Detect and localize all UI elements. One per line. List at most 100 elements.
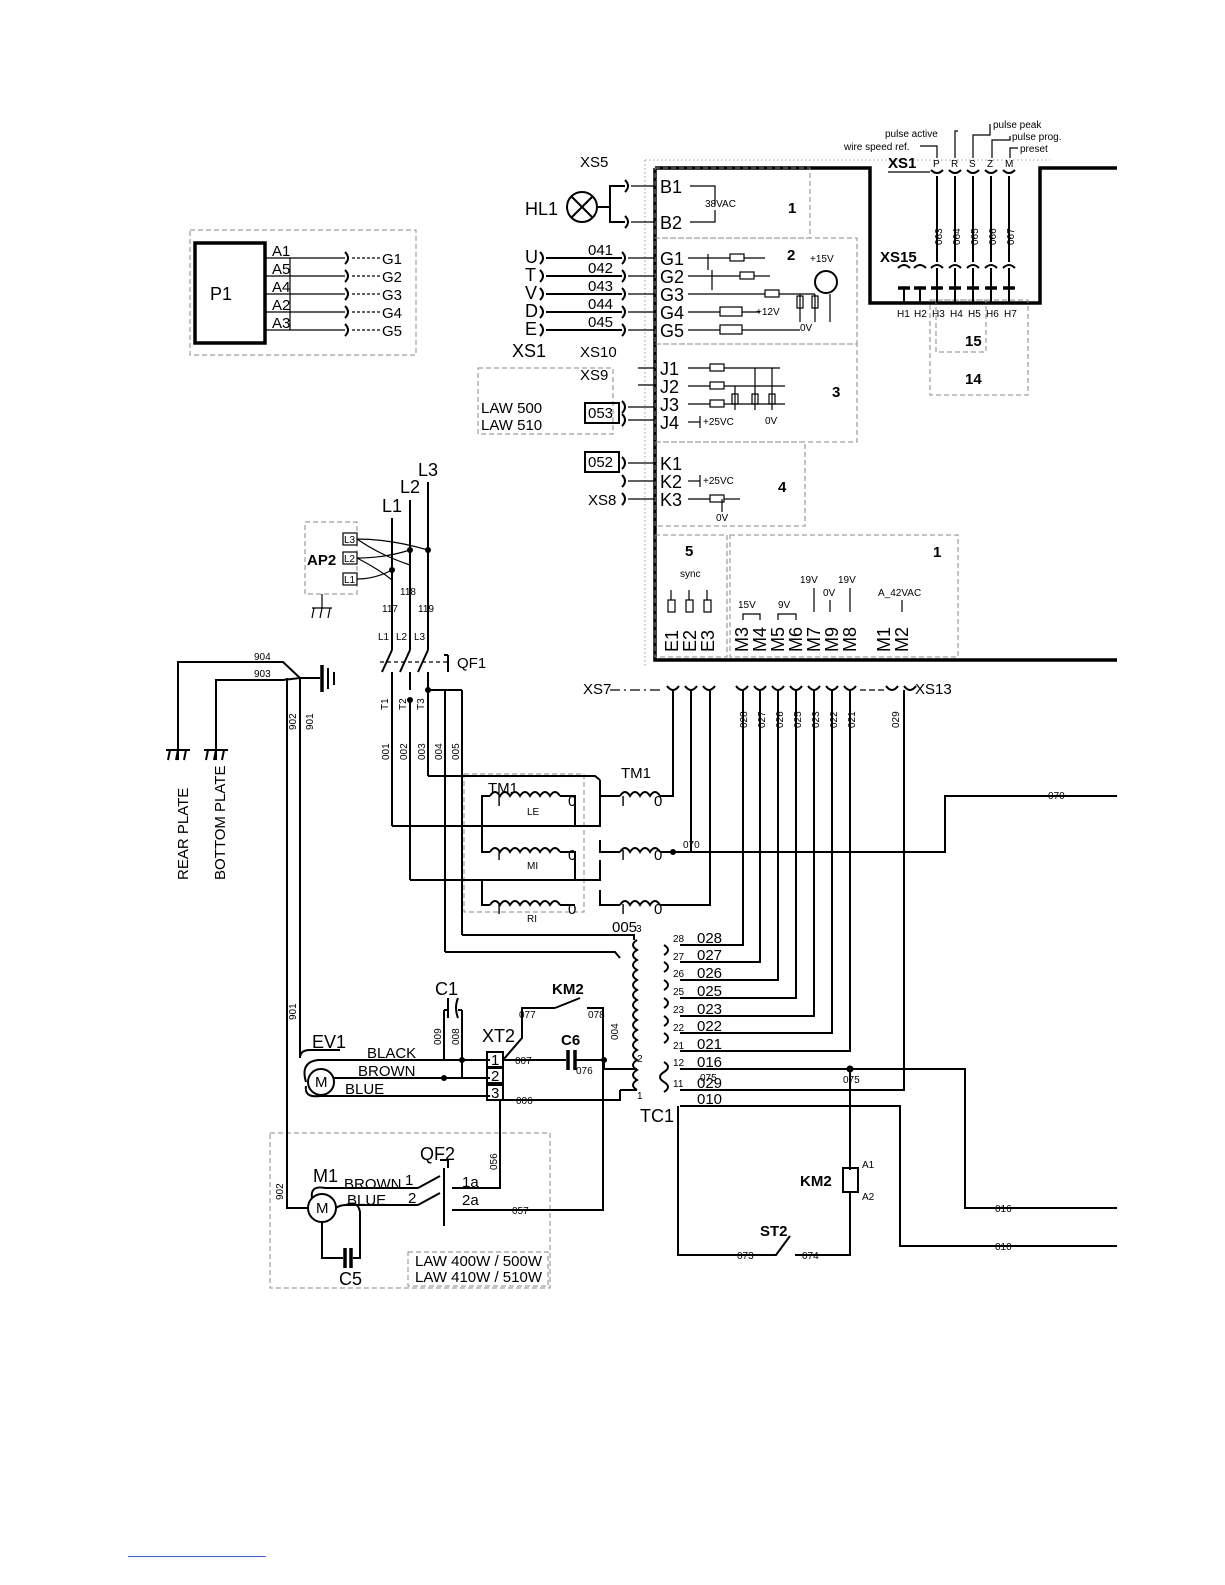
ev1-wire: 009 xyxy=(433,1028,444,1045)
pin-g1: G1 xyxy=(660,249,684,269)
m1-m: M xyxy=(316,1200,329,1217)
c6-label: C6 xyxy=(561,1032,580,1049)
wire-077: 077 xyxy=(519,1010,536,1021)
m-pin: M8 xyxy=(840,627,860,652)
qf1-label: QF1 xyxy=(457,655,486,672)
h-pin: H3 xyxy=(932,309,945,320)
board-number: 5 xyxy=(685,543,693,560)
coil-a2: A2 xyxy=(862,1192,875,1203)
jumper-053: 053 xyxy=(588,405,613,422)
k-zero-v: 0V xyxy=(716,513,729,524)
tc1-primary: 1 xyxy=(637,1091,643,1102)
xs1-top-label: XS1 xyxy=(888,155,916,172)
m1-brown: BROWN xyxy=(344,1176,402,1193)
board-number: 2 xyxy=(787,247,795,264)
qf1-terminal: L2 xyxy=(396,632,408,643)
main-wire: 002 xyxy=(399,743,410,760)
tc1-primary: 005 xyxy=(612,919,637,936)
ev1-wire: 006 xyxy=(516,1096,533,1107)
c1-label: C1 xyxy=(435,979,458,999)
qf1-terminal: L1 xyxy=(378,632,390,643)
tc1-wire: 028 xyxy=(697,930,722,947)
m-pin: M3 xyxy=(732,627,752,652)
km2-coil-circuit: A1 A2 KM2 ST2 073 074 xyxy=(737,1160,875,1262)
h-pin: H5 xyxy=(968,309,981,320)
p1-pin: A1 xyxy=(272,243,290,260)
ground-plates: 904 903 902 901 REAR PLATE BOTTOM PLATE xyxy=(166,652,335,880)
board-wire: 028 xyxy=(739,711,750,728)
board-bottom-pins: sync E1 E2 E3 M3 M4 M5 M6 M7 M9 M8 M1 M2… xyxy=(583,569,952,728)
board-number: 1 xyxy=(933,544,941,561)
m1-label: M1 xyxy=(313,1166,338,1186)
e-pin: E1 xyxy=(662,630,682,652)
mains-wire: 118 xyxy=(400,587,416,598)
board-wire: 021 xyxy=(847,711,858,728)
ap2-pin: L3 xyxy=(344,535,356,546)
ap2-title: AP2 xyxy=(307,552,336,569)
ev1-label: EV1 xyxy=(312,1032,346,1052)
board-wire: 029 xyxy=(891,711,902,728)
main-wire: 001 xyxy=(381,743,392,760)
mains-input: L3 L2 L1 AP2 L3 L2 L1 117 118 119 L1 L2 … xyxy=(304,460,486,710)
xs10-label: XS10 xyxy=(580,344,617,361)
wire-075: 075 xyxy=(700,1073,717,1084)
c5-label: C5 xyxy=(339,1269,362,1289)
signal-wire: 066 xyxy=(988,228,999,245)
wire-label: 041 xyxy=(588,242,613,259)
pin-b2: B2 xyxy=(660,213,682,233)
signal-pin: P xyxy=(933,159,940,170)
k-plus25: +25VC xyxy=(703,476,734,487)
h-pin: H1 xyxy=(897,309,910,320)
tc1-wire: 010 xyxy=(697,1091,722,1108)
p1-target: G4 xyxy=(382,305,402,322)
tm1-winding: RI xyxy=(527,914,537,925)
transformer-tm1: TM1 001 002 003 004 005 LE M xyxy=(381,689,1117,959)
m1-fan-circuit: 902 M M1 C5 BROWN BLUE 1 2 QF2 1a 2a 056… xyxy=(269,678,568,1289)
m1-term-1: 1 xyxy=(405,1172,413,1189)
motor-color: BLUE xyxy=(345,1081,384,1098)
m-pin: M1 xyxy=(874,627,894,652)
tc1-tap: 22 xyxy=(673,1023,685,1034)
input-e: E xyxy=(525,319,537,339)
xs15-label: XS15 xyxy=(880,249,917,266)
winding-end: 0 xyxy=(568,847,576,864)
tc1-tap: 11 xyxy=(673,1079,684,1090)
signal-pin: S xyxy=(969,159,976,170)
winding-end: I xyxy=(621,901,625,918)
signal-pin: Z xyxy=(987,159,993,170)
t-terminal: T2 xyxy=(398,698,409,710)
h-pin: H7 xyxy=(1004,309,1017,320)
p1-target: G3 xyxy=(382,287,402,304)
pin-g5: G5 xyxy=(660,321,684,341)
xs13-label: XS13 xyxy=(915,681,952,698)
motor-color: BLACK xyxy=(367,1045,416,1062)
input-u: U xyxy=(525,247,538,267)
p1-target: G5 xyxy=(382,323,402,340)
wire-label: 045 xyxy=(588,314,613,331)
ev1-wire: 008 xyxy=(451,1028,462,1045)
underline-link[interactable] xyxy=(128,1556,266,1557)
p1-pin: A3 xyxy=(272,315,290,332)
g-plus15: +15V xyxy=(810,254,834,265)
j-plus25: +25VC xyxy=(703,417,734,428)
wire-070-right: 070 xyxy=(1048,791,1065,802)
jumper-052: 052 xyxy=(588,454,613,471)
main-wire: 003 xyxy=(417,743,428,760)
xs9-label: XS9 xyxy=(580,367,608,384)
p1-target: G1 xyxy=(382,251,402,268)
km2-coil-label: KM2 xyxy=(800,1173,832,1190)
xt2-label: XT2 xyxy=(482,1026,515,1046)
tc1-wire: 026 xyxy=(697,965,722,982)
t-terminal: T3 xyxy=(416,698,427,710)
pin-j2: J2 xyxy=(660,377,679,397)
tc1-tap: 12 xyxy=(673,1058,685,1069)
km2-contact-label: KM2 xyxy=(552,981,584,998)
main-wire: 005 xyxy=(451,743,462,760)
wire-004: 004 xyxy=(610,1023,621,1040)
ground-wire: 901 xyxy=(305,713,316,730)
lamp-voltage: 38VAC xyxy=(705,199,736,210)
g-plus12: +12V xyxy=(756,307,780,318)
m1-term-2: 2 xyxy=(408,1190,416,1207)
xt2-pin: 2 xyxy=(491,1068,499,1085)
